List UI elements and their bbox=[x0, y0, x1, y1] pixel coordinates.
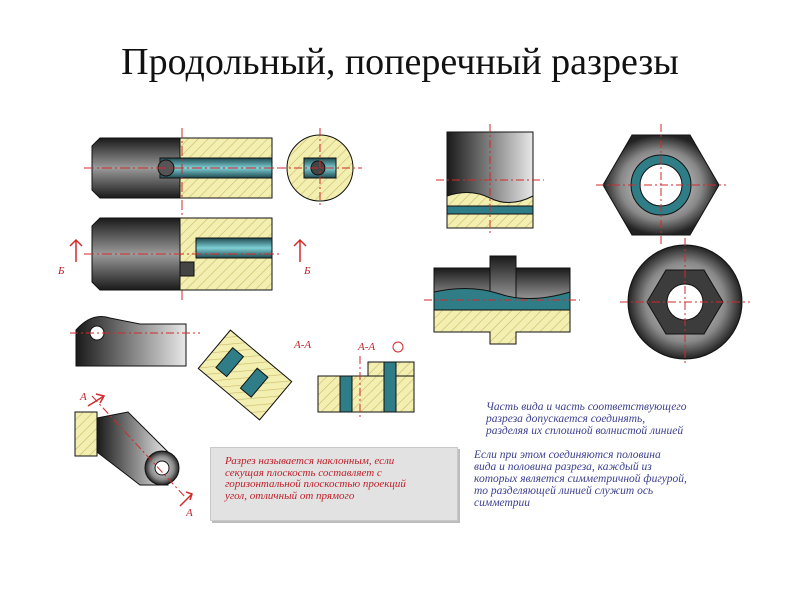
rotated-section-aa bbox=[197, 329, 293, 421]
note-line: вида и половина разреза, каждый из bbox=[474, 461, 652, 473]
hex-socket-part bbox=[620, 238, 750, 366]
inclined-section-note: Разрез называется наклонным, если секуща… bbox=[225, 455, 451, 502]
note-line: симметрии bbox=[474, 497, 531, 509]
note-line: которых является симметричной фигурой, bbox=[474, 473, 687, 485]
bracket-part bbox=[70, 316, 200, 367]
rotation-mark-icon bbox=[392, 341, 404, 353]
note-line: то разделяющей линией служит ось bbox=[474, 485, 654, 497]
note-line: Разрез называется наклонным, если bbox=[225, 455, 395, 467]
section-arrow-left bbox=[69, 238, 83, 262]
inclined-part: А А bbox=[74, 391, 193, 519]
section-label-a-top: А bbox=[79, 391, 87, 403]
shaft-part-top bbox=[84, 128, 282, 300]
threaded-part bbox=[424, 255, 580, 345]
page-title: Продольный, поперечный разрезы bbox=[121, 41, 679, 83]
section-aa-straight bbox=[317, 341, 415, 420]
section-label-aa-1: А-А bbox=[293, 339, 311, 351]
section-arrow-right bbox=[293, 238, 307, 262]
section-label-b-right: Б bbox=[303, 265, 311, 277]
note-line: горизонтальной плоскостью проекций bbox=[225, 478, 406, 490]
section-label-a-bottom: А bbox=[185, 507, 193, 519]
note-half-join: Если при этом соединяются половина вида … bbox=[474, 449, 734, 509]
section-label-aa-2: А-А bbox=[357, 341, 375, 353]
note-line: угол, отличный от прямого bbox=[225, 489, 355, 502]
note-line: Если при этом соединяются половина bbox=[474, 449, 661, 461]
section-label-b-left: Б bbox=[57, 265, 65, 277]
note-line: секущая плоскость составляет с bbox=[225, 466, 382, 479]
section-arrow-a-top bbox=[87, 393, 106, 407]
note-line: разделяя их сплошной волнистой линией bbox=[486, 425, 684, 437]
hex-nut bbox=[596, 124, 726, 246]
round-cross-section bbox=[278, 128, 362, 208]
note-line: Часть вида и часть соответствующего bbox=[486, 401, 687, 413]
note-line: разреза допускается соединять, bbox=[486, 413, 646, 425]
block-view-section bbox=[436, 124, 544, 236]
note-part-join: Часть вида и часть соответствующего разр… bbox=[486, 401, 736, 437]
shaft-part-bottom: Б Б bbox=[57, 217, 311, 291]
inclined-section-note-box: Разрез называется наклонным, если секуща… bbox=[210, 447, 458, 521]
section-arrow-a-bottom bbox=[179, 491, 193, 507]
